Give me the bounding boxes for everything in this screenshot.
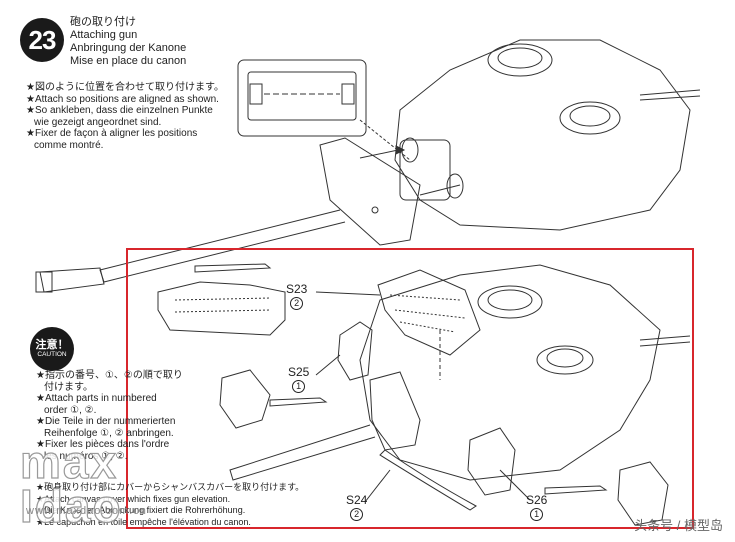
part-code: S24 [346,493,368,507]
step-title-block: 砲の取り付け Attaching gun Anbringung der Kano… [70,16,186,68]
part-order: 1 [292,380,306,393]
part-s25 [337,321,373,381]
part-s25-mirror [219,369,271,429]
part-s23-canvas-cover [377,269,481,356]
caution-footer-block: ★砲身取り付け部にカバーからシャンバスカバーを取り付けます。 ★Attach c… [36,482,336,528]
caution-line: ★指示の番号、①、②の順で取り [36,370,183,381]
instruction-line: ★Fixer de façon à aligner les positions [26,128,198,139]
hobby-knife-icon [544,485,608,495]
caution-label-jp: 注意！ [35,339,69,351]
caution-label-en: CAUTION [37,351,67,358]
instruction-line: ★Attach so positions are aligned as show… [26,93,219,105]
highlight-frame [126,248,694,529]
part-s26 [467,427,516,496]
hobby-knife-icon [194,263,272,273]
caution-footer-line: ★Die Kanonen-Abdeckung fixiert die Rohre… [36,505,246,515]
instruction-line: wie gezeigt angeordnet sind. [34,116,162,128]
upper-muzzle-brake [39,267,105,293]
part-label-s23: S23 2 [286,283,307,310]
lower-turret-body [359,264,661,481]
part-code: S26 [526,493,548,507]
caution-line: order ①, ②. [44,404,97,416]
caution-line: 付けます。 [44,381,93,393]
part-s23-separate [157,281,286,336]
title-jp: 砲の取り付け [70,16,136,28]
part-order: 2 [350,508,364,521]
part-label-s26: S26 1 [526,494,547,521]
part-order: 1 [530,508,544,521]
alignment-mark-right [341,83,355,105]
part-order: 2 [290,297,304,310]
watermark-logo: max Idao [19,436,123,532]
part-s24-strap [379,449,477,511]
caution-footer-line: ★Attach canvas cover which fixes gun ele… [36,493,231,504]
part-label-s24: S24 2 [346,494,367,521]
title-fr: Mise en place du canon [70,55,187,67]
watermark-site: www.maxdao.com.cn [26,505,147,517]
caution-line: ★Attach parts in numbered [36,393,157,404]
caution-line: ★Fixer les pièces dans l'ordre [36,439,170,450]
caution-footer-line: ★砲身取り付け部にカバーからシャンバスカバーを取り付けます。 [36,482,305,492]
caution-footer-line: ★Le capuchon en toile empêche l'élévatio… [36,516,251,527]
part-label-s25: S25 1 [288,366,309,393]
title-de: Anbringung der Kanone [70,42,187,54]
part-code: S25 [288,365,310,379]
alignment-mark-left [249,83,263,105]
instruction-line: comme montré. [34,139,104,151]
upper-turret-body [394,39,691,231]
corner-watermark: 头条号 / 模型岛 [634,518,723,533]
hobby-knife-icon [269,397,328,407]
caution-line: Reihenfolge ①, ② anbringen. [44,427,174,439]
caution-text-block: ★指示の番号、①、②の順で取り 付けます。 ★Attach parts in n… [36,370,186,462]
alignment-detail-inset [237,59,367,137]
title-en: Attaching gun [70,29,138,41]
part-s26-mirror [617,461,669,526]
part-code: S23 [286,282,308,296]
step-number-badge: 23 [20,18,64,62]
caution-badge: 注意！ CAUTION [30,327,74,371]
caution-line: ★Die Teile in der nummerierten [36,416,176,427]
caution-line: les numéros ①, ②. [44,450,128,462]
instruction-line: ★So ankleben, dass die einzelnen Punkte [26,105,213,116]
instruction-block: ★図のように位置を合わせて取り付けます。 ★Attach so position… [26,82,226,151]
instruction-line: ★図のように位置を合わせて取り付けます。 [26,82,224,93]
